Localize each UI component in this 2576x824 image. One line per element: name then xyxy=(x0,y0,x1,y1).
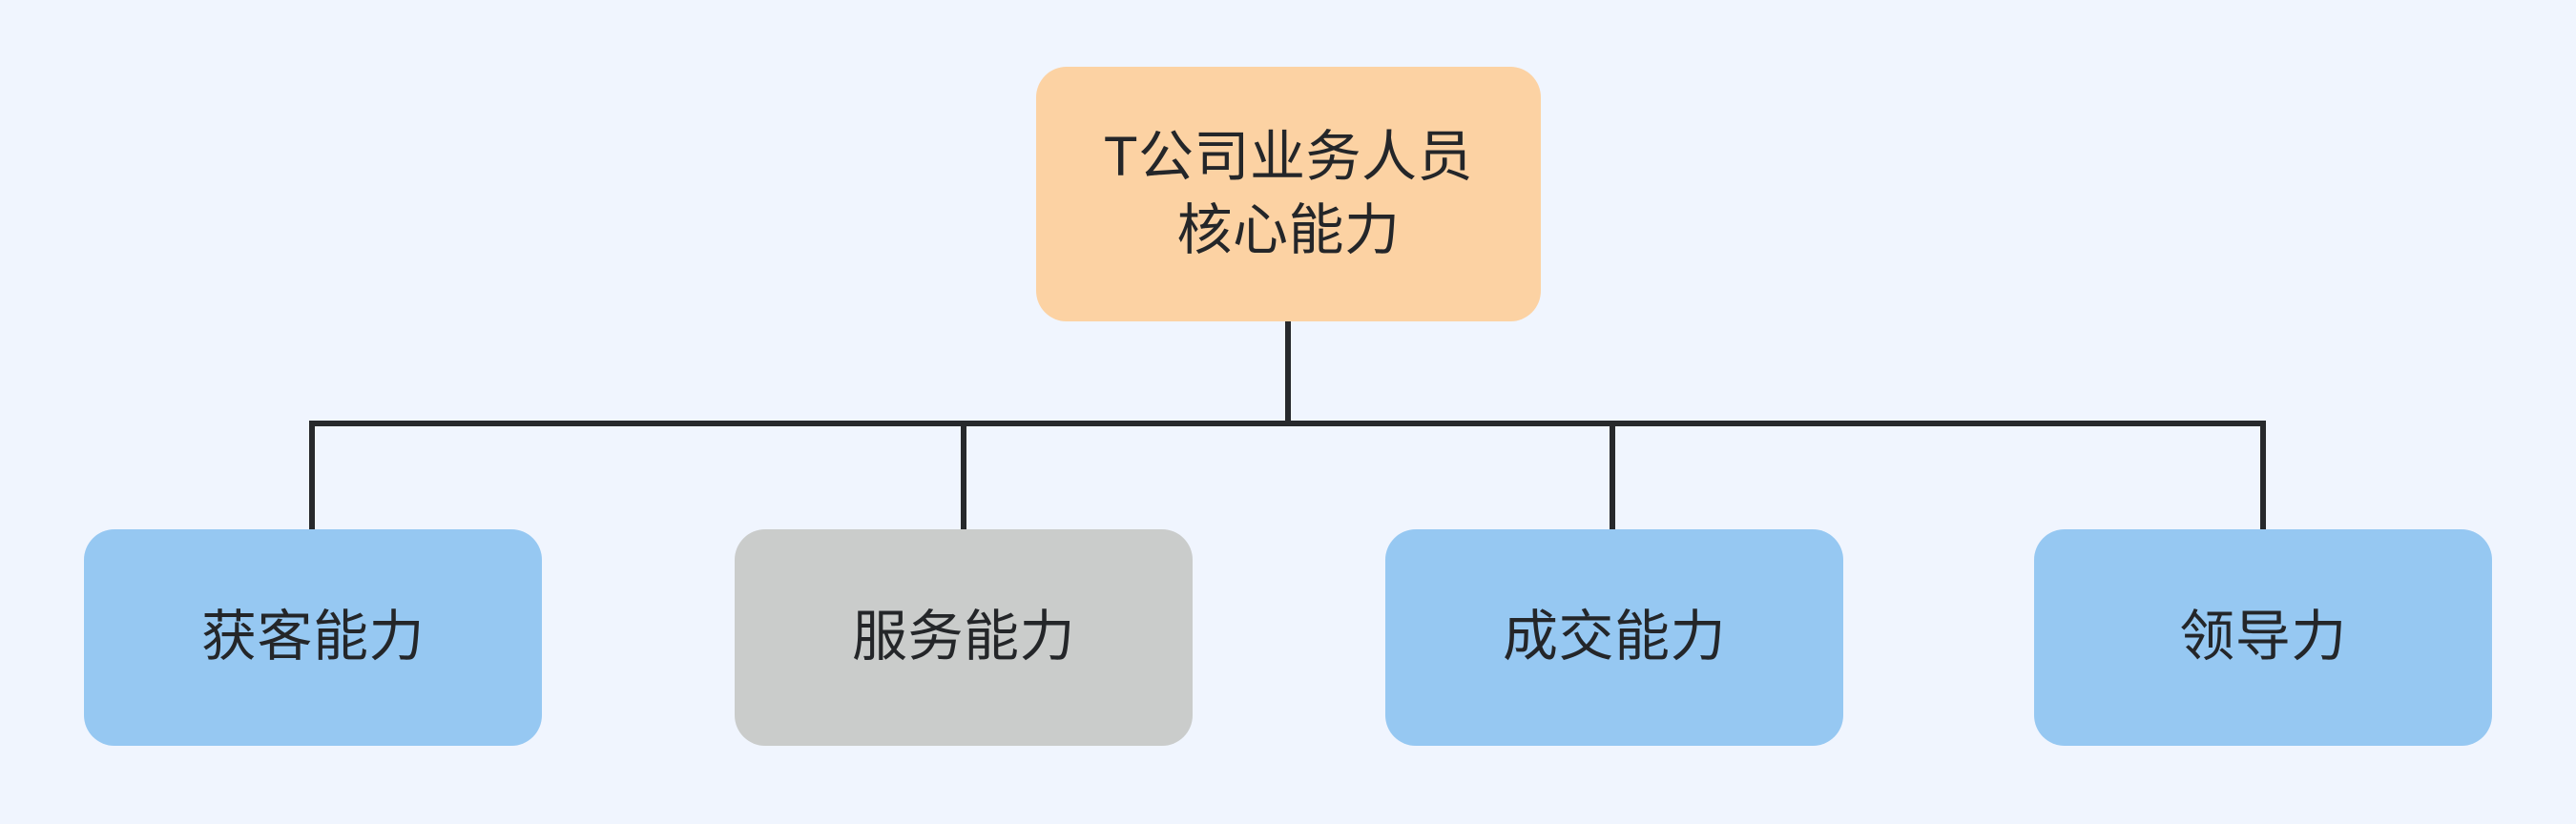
node-root-label: T公司业务人员 核心能力 xyxy=(1104,125,1473,261)
node-root[interactable]: T公司业务人员 核心能力 xyxy=(1036,67,1541,321)
node-child-fuwu-nengli[interactable]: 服务能力 xyxy=(735,529,1193,746)
node-child-chengjiao-nengli[interactable]: 成交能力 xyxy=(1385,529,1843,746)
node-child-label: 领导力 xyxy=(2179,606,2347,669)
node-child-label: 获客能力 xyxy=(200,606,425,669)
node-child-label: 成交能力 xyxy=(1502,606,1726,669)
node-child-lingdaoli[interactable]: 领导力 xyxy=(2034,529,2492,746)
node-child-huoke-nengli[interactable]: 获客能力 xyxy=(84,529,542,746)
node-child-label: 服务能力 xyxy=(851,606,1075,669)
